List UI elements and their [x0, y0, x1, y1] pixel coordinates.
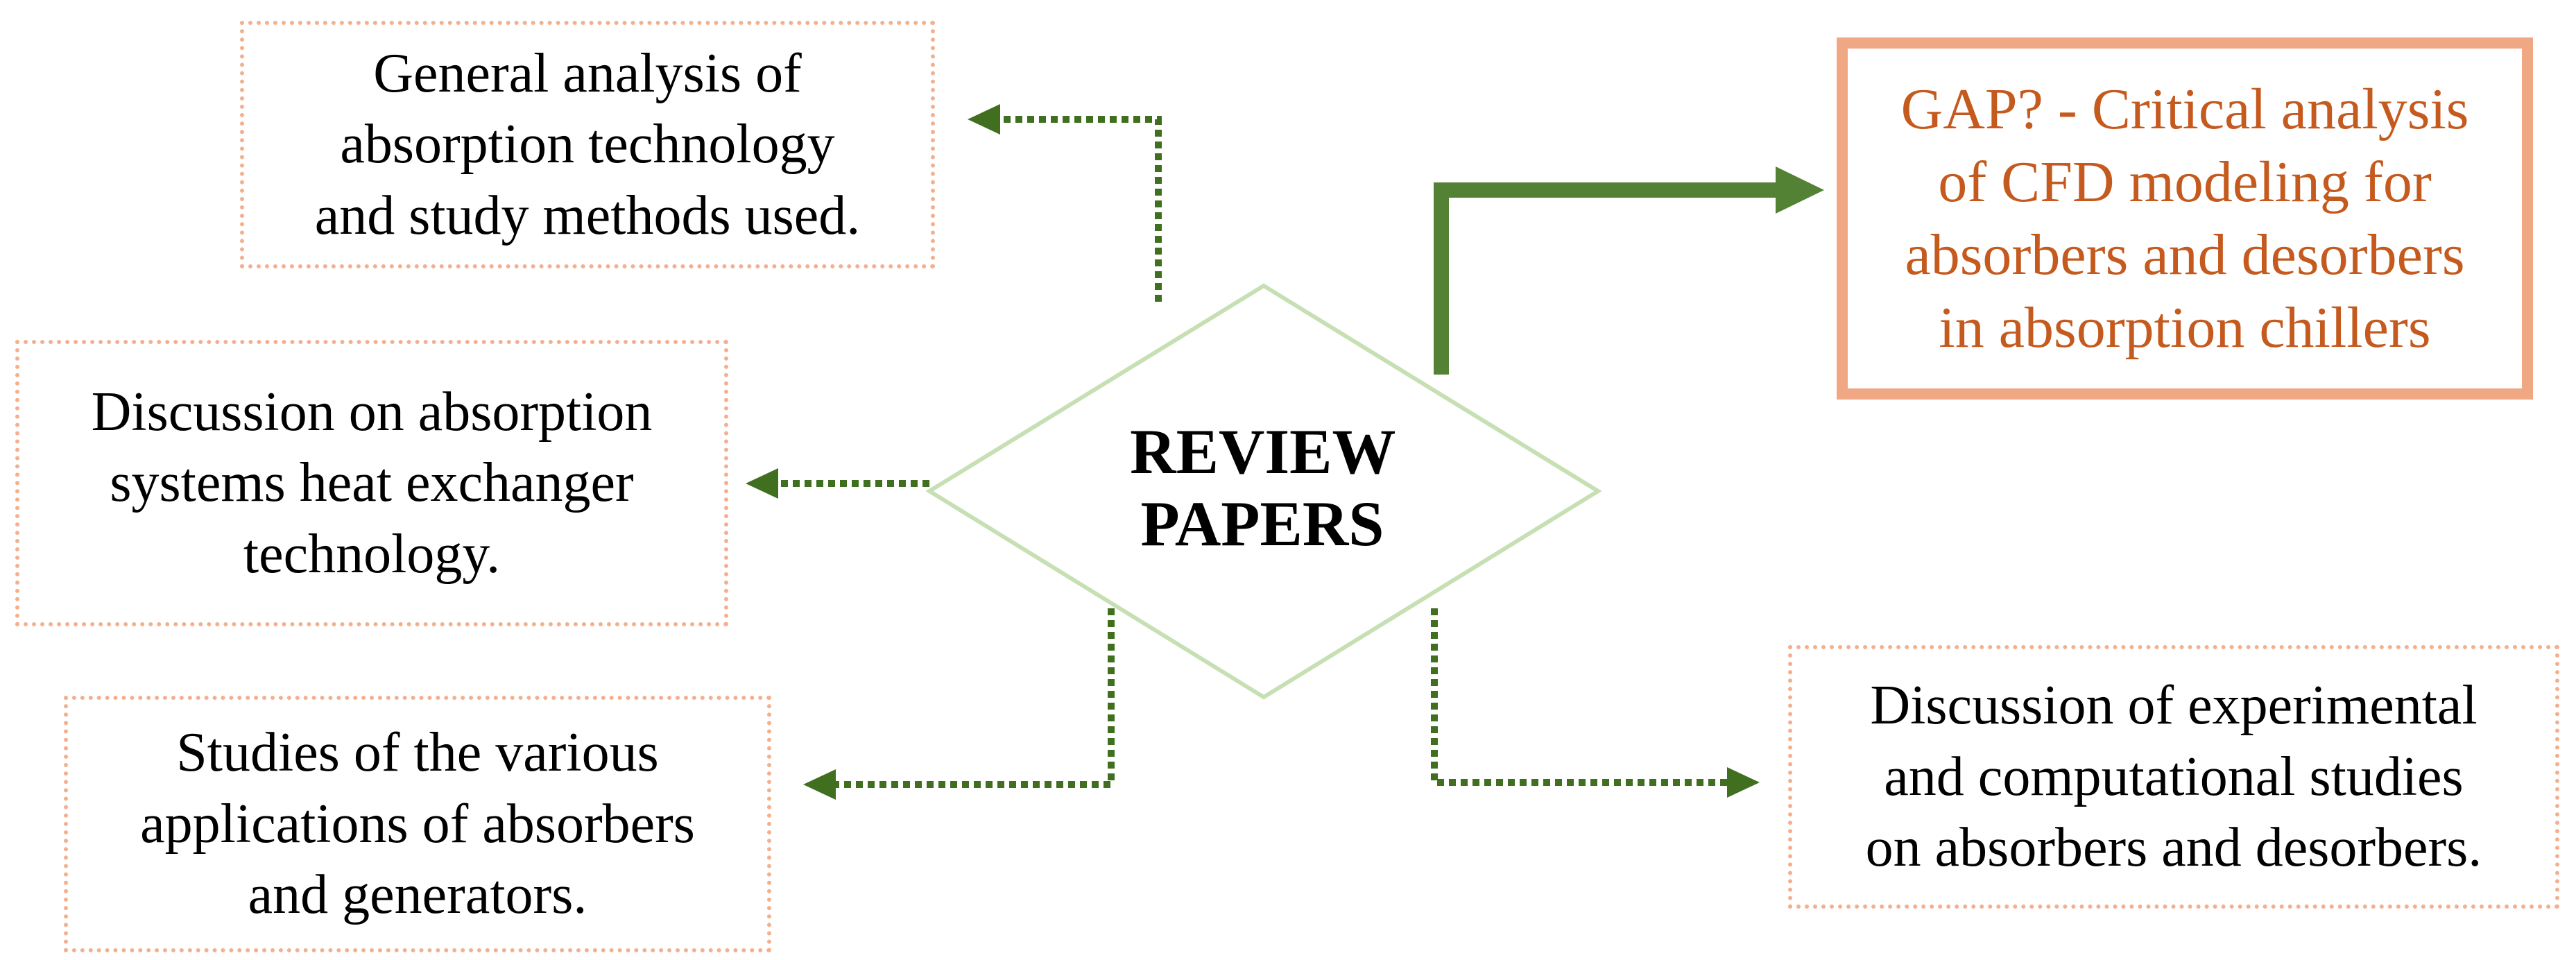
review-papers-label: REVIEW PAPERS [1082, 416, 1443, 560]
arrowhead-experimental-studies [1727, 767, 1760, 798]
general-analysis-line-2: absorption technology [340, 114, 835, 175]
center-line-2: PAPERS [1140, 488, 1384, 559]
heat-exchanger-line-2: systems heat exchanger [110, 452, 634, 514]
arrowhead-heat-exchanger [746, 468, 778, 499]
arrowhead-applications [803, 769, 836, 800]
experimental-studies-box: Discussion of experimental and computati… [1788, 645, 2559, 909]
review-papers-diamond [925, 283, 1602, 700]
arrow-to-applications [836, 608, 1115, 788]
center-line-1: REVIEW [1130, 416, 1395, 487]
heat-exchanger-line-1: Discussion on absorption [91, 381, 653, 443]
arrow-to-gap [1434, 182, 1783, 375]
general-analysis-box: General analysis of absorption technolog… [240, 21, 935, 268]
gap-line-1: GAP? - Critical analysis [1900, 77, 2469, 142]
gap-line-4: in absorption chillers [1939, 295, 2431, 360]
experimental-line-3: on absorbers and desorbers. [1865, 817, 2482, 879]
experimental-line-2: and computational studies [1884, 746, 2464, 807]
experimental-line-1: Discussion of experimental [1870, 675, 2478, 737]
gap-box: GAP? - Critical analysis of CFD modeling… [1837, 37, 2533, 400]
arrow-to-experimental-studies [1431, 608, 1727, 786]
applications-line-1: Studies of the various [176, 722, 659, 784]
gap-line-2: of CFD modeling for [1938, 150, 2432, 214]
arrowhead-gap [1776, 166, 1824, 214]
applications-box: Studies of the various applications of a… [64, 696, 771, 952]
general-analysis-line-1: General analysis of [373, 42, 802, 104]
general-analysis-line-3: and study methods used. [314, 185, 861, 246]
arrowhead-general-analysis [968, 104, 1000, 135]
gap-line-3: absorbers and desorbers [1905, 223, 2465, 287]
applications-line-3: and generators. [248, 864, 587, 926]
arrow-to-general-analysis [999, 116, 1162, 302]
applications-line-2: applications of absorbers [140, 793, 695, 855]
heat-exchanger-line-3: technology. [243, 523, 501, 585]
heat-exchanger-box: Discussion on absorption systems heat ex… [15, 340, 728, 626]
